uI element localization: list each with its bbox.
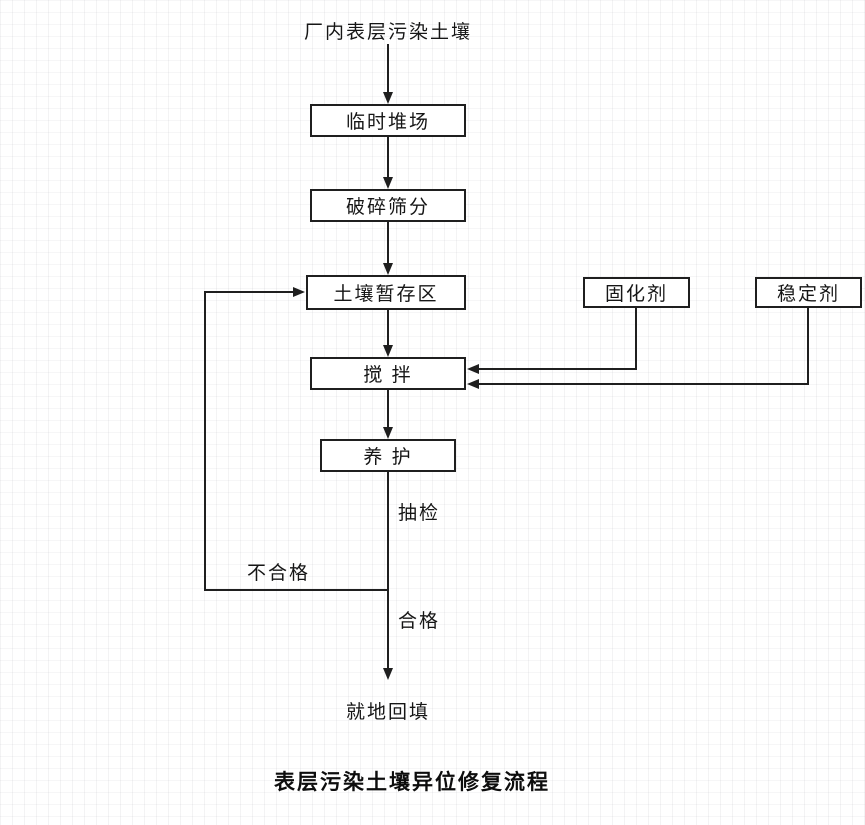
node-mixing: 搅 拌 [310, 357, 466, 390]
node-curing-maintenance: 养 护 [320, 439, 456, 472]
node-temporary-stockyard: 临时堆场 [310, 104, 466, 137]
diagram-caption: 表层污染土壤异位修复流程 [274, 771, 550, 794]
node-curing-agent: 固化剂 [583, 277, 690, 308]
node-soil-staging-area: 土壤暂存区 [306, 275, 466, 310]
edge-label-qualified: 合格 [398, 611, 441, 632]
edge-label-sampling: 抽检 [398, 503, 441, 524]
node-onsite-backfill: 就地回填 [345, 701, 430, 723]
node-crushing-screening: 破碎筛分 [310, 189, 466, 222]
node-source-soil: 厂内表层污染土壤 [303, 21, 472, 43]
node-stabilizer: 稳定剂 [755, 277, 862, 308]
edge-label-unqualified: 不合格 [247, 563, 311, 584]
